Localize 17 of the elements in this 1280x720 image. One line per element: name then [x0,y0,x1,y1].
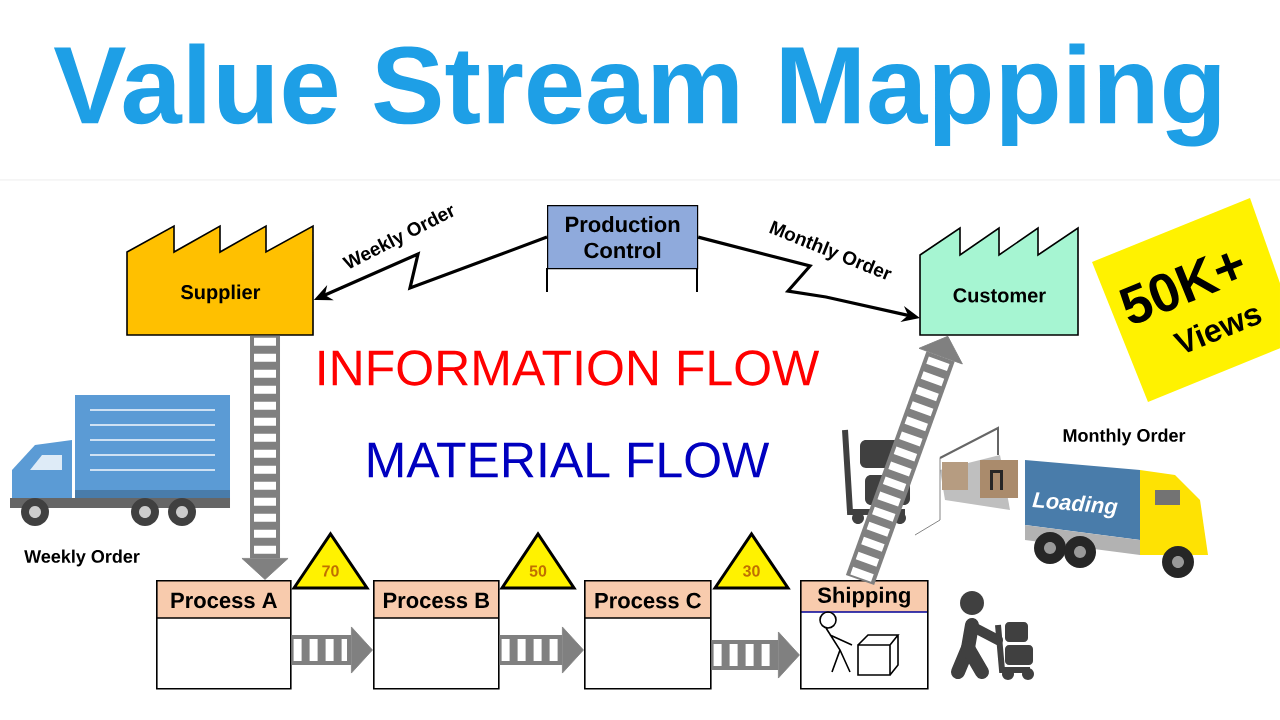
push-arrow [499,626,584,674]
flow-heading: MATERIAL FLOW [368,442,770,478]
views-badge: 50K+ Views [1092,198,1280,402]
process-box: Process B [372,580,500,690]
caption-text: Monthly Order [1063,428,1186,446]
push-arrow [291,626,373,674]
caption-text: Weekly Order [24,549,140,567]
push-arrow [241,335,289,580]
process-box: Process C [583,580,712,690]
process-box: Shipping [799,580,929,690]
title: Value Stream Mapping [53,43,1220,147]
process-box: Process A [155,580,292,690]
flow-heading: INFORMATION FLOW [319,350,820,386]
push-arrow [845,335,963,586]
truck-sign: Loading [1032,492,1118,519]
control-box: Production Control [546,205,699,293]
push-arrow [711,631,800,679]
